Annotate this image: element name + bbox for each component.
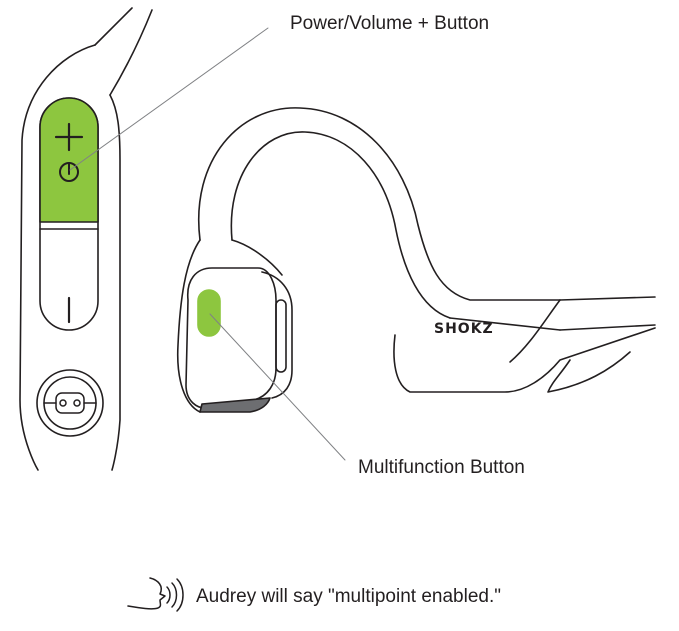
- brand-logo: SHOKZ: [434, 321, 494, 337]
- charging-port-icon: [43, 392, 97, 414]
- voice-prompt-text: Audrey will say "multipoint enabled.": [196, 586, 501, 607]
- plus-icon: [54, 122, 84, 152]
- speaking-head-icon: [127, 577, 184, 612]
- multifunction-callout-line: [209, 313, 346, 461]
- multifunction-button-label: Multifunction Button: [358, 457, 525, 478]
- power-callout-line: [69, 27, 269, 171]
- multifunction-button: [197, 289, 221, 337]
- earpiece-closeup: [19, 7, 153, 471]
- power-volume-button-label: Power/Volume + Button: [290, 13, 490, 34]
- volume-up-power-button: [39, 97, 99, 223]
- headphone-side-view: [176, 107, 656, 413]
- power-icon: [59, 162, 79, 182]
